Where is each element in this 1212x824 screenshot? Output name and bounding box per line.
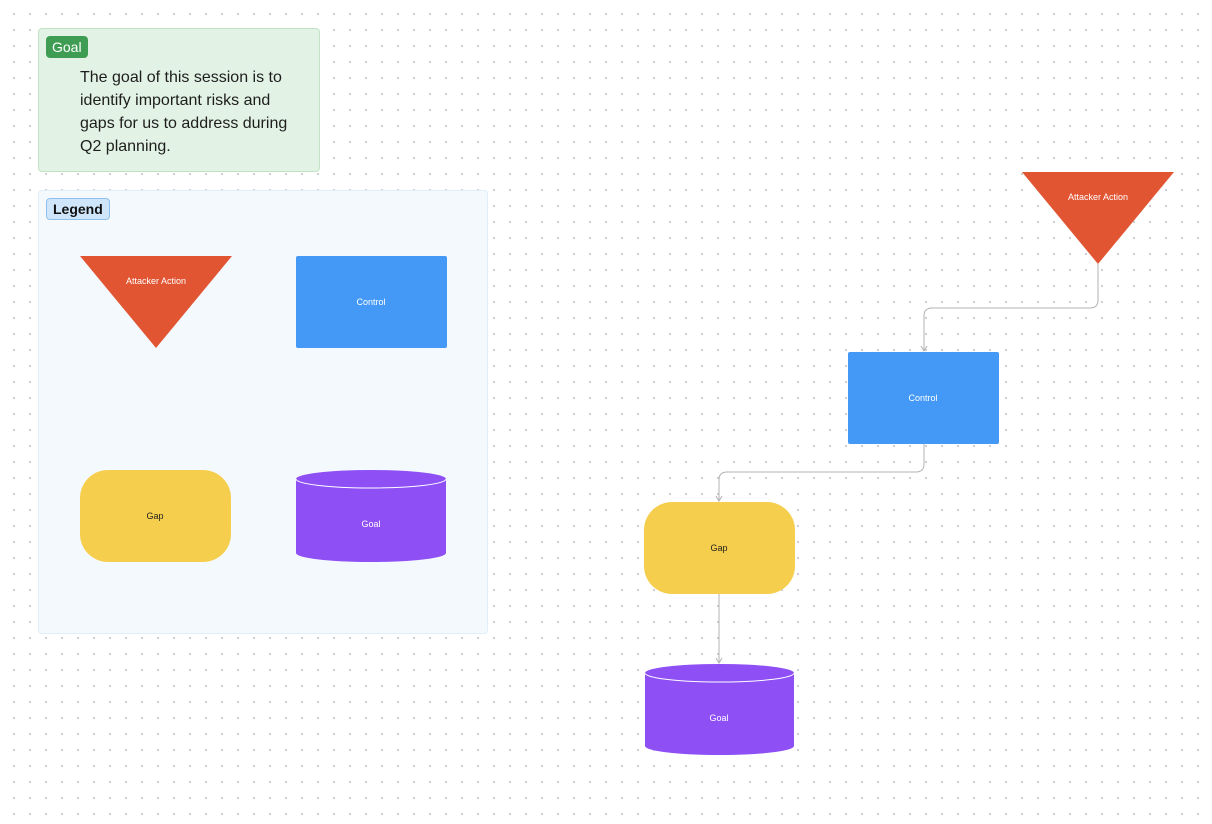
legend-attacker-action-label: Attacker Action [126,276,186,286]
connector-attacker-to-control[interactable] [920,264,1099,352]
legend-attacker-action-shape[interactable]: Attacker Action [80,256,232,348]
goal-sticky-text[interactable]: The goal of this session is to identify … [80,69,288,155]
legend-control-label: Control [356,297,385,307]
flow-goal-shape[interactable]: Goal [644,663,795,756]
flow-attacker-action-label: Attacker Action [1068,192,1128,202]
legend-gap-label: Gap [146,511,163,521]
legend-goal-shape[interactable]: Goal [295,470,447,562]
flow-control-shape[interactable]: Control [848,352,999,444]
flow-gap-shape[interactable]: Gap [644,502,795,594]
connector-control-to-gap[interactable] [715,444,925,502]
flow-gap-label: Gap [710,543,727,553]
goal-section-tag[interactable]: Goal [46,36,88,58]
flow-goal-label: Goal [709,713,728,723]
goal-section[interactable]: Goal [38,28,320,172]
legend-section-tag[interactable]: Legend [46,198,110,220]
legend-control-shape[interactable]: Control [296,256,447,348]
legend-goal-label: Goal [361,519,380,529]
legend-gap-shape[interactable]: Gap [80,470,231,562]
flow-attacker-action-shape[interactable]: Attacker Action [1022,172,1174,264]
flow-control-label: Control [908,393,937,403]
